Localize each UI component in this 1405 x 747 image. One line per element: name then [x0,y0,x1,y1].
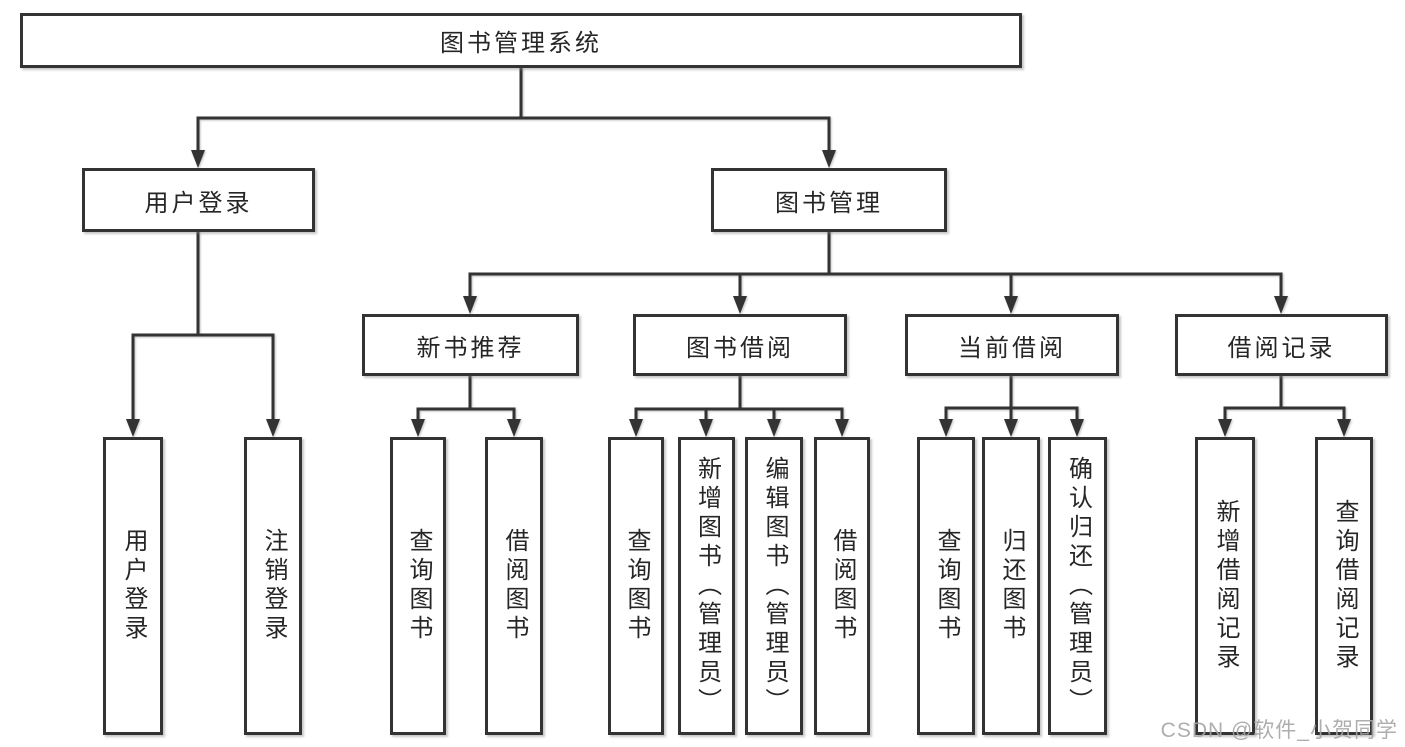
node-root: 图书管理系统 [20,13,1022,68]
leaf-borrow-books-label: 借阅图书 [829,528,856,644]
node-root-label: 图书管理系统 [440,30,602,57]
leaf-query-books: 查询图书 [608,437,664,735]
leaf-borrow-books: 借阅图书 [485,437,543,735]
leaf-edit-books-admin: 编辑图书（管理员） [745,437,803,735]
leaf-query-books-label: 查询图书 [623,528,650,644]
leaf-query-borrow-record: 查询借阅记录 [1315,437,1373,735]
leaf-add-borrow-record-label: 新增借阅记录 [1212,499,1239,673]
leaf-logout: 注销登录 [244,437,302,735]
leaf-query-books-label: 查询图书 [933,528,960,644]
leaf-edit-books-admin-label: 编辑图书（管理员） [761,455,788,717]
node-user-login-branch: 用户登录 [82,168,315,232]
leaf-logout-label: 注销登录 [260,528,287,644]
leaf-return-books-label: 归还图书 [998,528,1025,644]
leaf-confirm-return-admin: 确认归还（管理员） [1048,437,1107,735]
node-new-book-recommend: 新书推荐 [362,314,579,376]
node-current-borrowing: 当前借阅 [905,314,1119,376]
node-book-borrowing-label: 图书借阅 [686,334,794,362]
leaf-query-books: 查询图书 [390,437,446,735]
csdn-watermark: CSDN @软件_小贺同学 [1160,719,1398,742]
leaf-confirm-return-admin-label: 确认归还（管理员） [1064,455,1092,717]
leaf-add-books-admin: 新增图书（管理员） [678,437,735,735]
node-user-login-branch-label: 用户登录 [144,189,253,217]
node-new-book-recommend-label: 新书推荐 [416,334,525,362]
leaf-query-borrow-record-label: 查询借阅记录 [1331,499,1358,673]
leaf-borrow-books: 借阅图书 [814,437,870,735]
leaf-add-borrow-record: 新增借阅记录 [1195,437,1255,735]
leaf-add-books-admin-label: 新增图书（管理员） [693,455,721,717]
leaf-return-books: 归还图书 [982,437,1040,735]
node-book-management: 图书管理 [711,168,947,232]
node-book-management-label: 图书管理 [775,189,883,217]
arrowheads [126,150,1351,437]
leaf-query-books-label: 查询图书 [405,528,432,644]
leaf-user-login-label: 用户登录 [120,528,147,644]
node-current-borrowing-label: 当前借阅 [958,334,1066,362]
node-book-borrowing: 图书借阅 [633,314,847,376]
node-borrowing-records-label: 借阅记录 [1227,334,1336,362]
node-borrowing-records: 借阅记录 [1175,314,1388,376]
leaf-query-books: 查询图书 [917,437,975,735]
leaf-borrow-books-label: 借阅图书 [501,528,528,644]
leaf-user-login: 用户登录 [103,437,163,735]
